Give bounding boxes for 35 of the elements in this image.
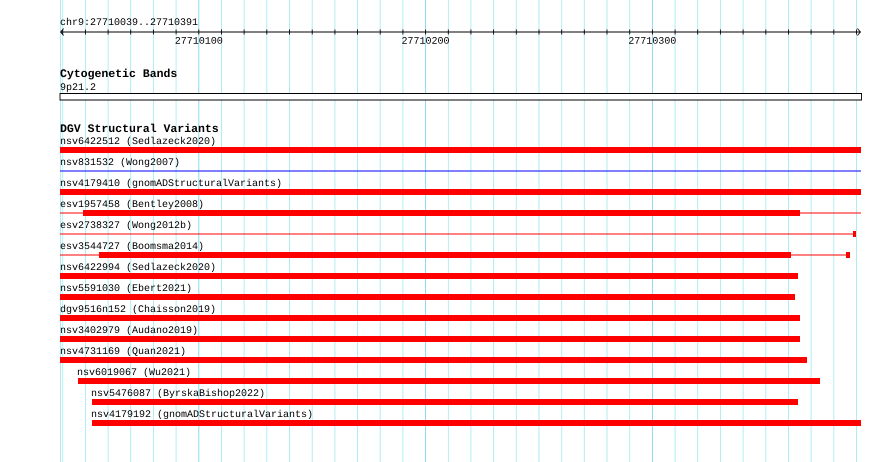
variant-label: nsv6422512 (Sedlazeck2020) bbox=[60, 136, 214, 146]
variant-bar bbox=[60, 273, 798, 279]
track-title: DGV Structural Variants bbox=[60, 124, 218, 132]
variant-bar bbox=[78, 378, 820, 384]
variant-label: nsv5476087 (ByrskaBishop2022) bbox=[92, 388, 264, 398]
variant-bar bbox=[60, 294, 795, 300]
variant-bar bbox=[60, 315, 800, 321]
variant-label: nsv5591030 (Ebert2021) bbox=[60, 284, 190, 294]
variant-label: nsv4179410 (gnomADStructuralVariants) bbox=[60, 178, 280, 188]
tick-label: 27710100 bbox=[176, 37, 222, 44]
variant-bar bbox=[60, 147, 861, 153]
variant-bar bbox=[60, 252, 850, 258]
tick-label: 27710200 bbox=[402, 37, 449, 44]
variant-bar bbox=[60, 357, 807, 363]
variant-label: nsv3402979 (Audano2019) bbox=[60, 326, 196, 336]
variant-bar bbox=[92, 399, 798, 405]
variant-bar bbox=[60, 210, 862, 216]
variant-label: esv2738327 (Wong2012b) bbox=[60, 220, 190, 230]
variant-bar bbox=[60, 231, 856, 237]
variant-bar bbox=[60, 336, 800, 342]
cytoband-bar bbox=[60, 93, 862, 100]
variant-label: nsv4179192 (gnomADStructuralVariants) bbox=[92, 410, 312, 420]
variant-label: dgv9516n152 (Chaisson2019) bbox=[60, 304, 214, 314]
variant-label: nsv6019067 (Wu2021) bbox=[78, 368, 190, 378]
position-label: chr9:27710039..27710391 bbox=[60, 18, 198, 26]
variant-label: nsv4731169 (Quan2021) bbox=[60, 346, 184, 356]
variant-label: nsv831532 (Wong2007) bbox=[60, 158, 178, 168]
variant-label: nsv6422994 (Sedlazeck2020) bbox=[60, 262, 214, 272]
variant-bar bbox=[60, 189, 861, 195]
band-label: 9p21.2 bbox=[60, 83, 96, 92]
tick-label: 27710300 bbox=[629, 37, 676, 44]
track-title: Cytogenetic Bands bbox=[60, 68, 177, 80]
variant-label: esv3544727 (Boomsma2014) bbox=[60, 242, 202, 252]
variant-bar bbox=[92, 420, 861, 426]
variant-label: esv1957458 (Bentley2008) bbox=[60, 200, 202, 210]
